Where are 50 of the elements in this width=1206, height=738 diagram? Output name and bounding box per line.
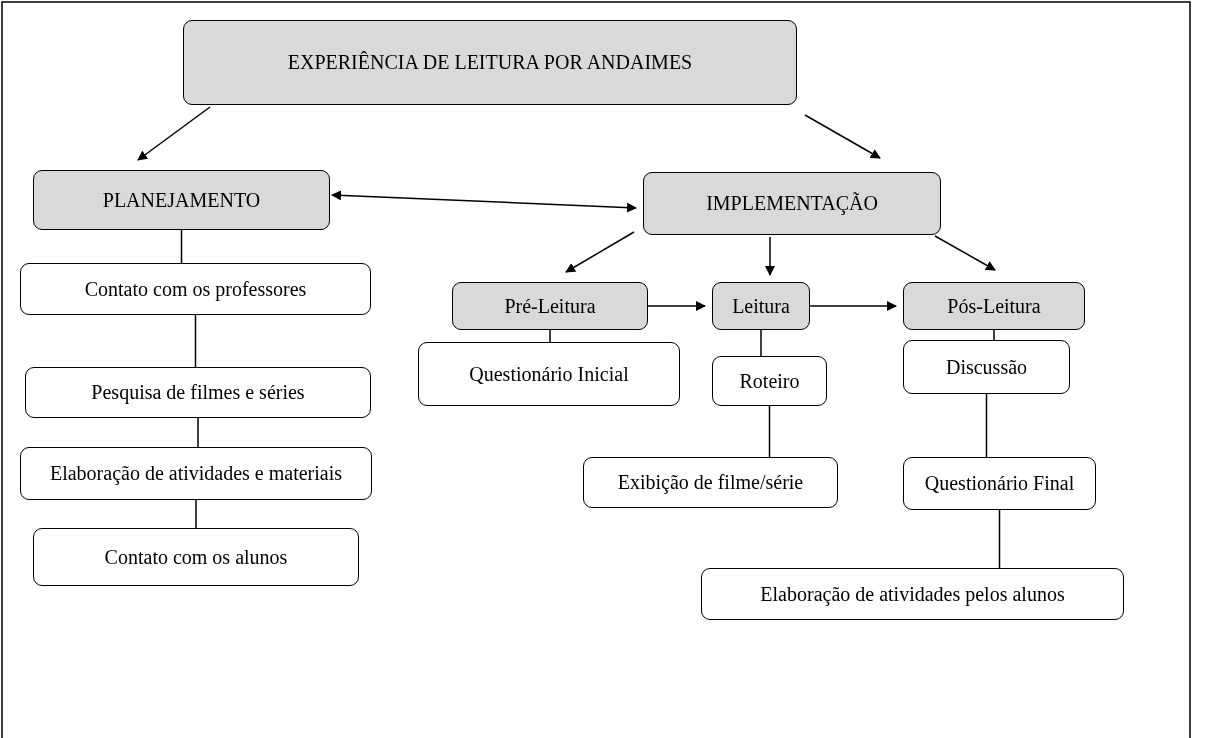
connector-line	[993, 329, 995, 341]
node-label: Contato com os professores	[84, 277, 307, 301]
node-label: Questionário Inicial	[469, 362, 629, 386]
node-label: Discussão	[945, 355, 1028, 379]
node-label: Questionário Final	[924, 472, 1075, 495]
node-label: Leitura	[732, 294, 790, 318]
node-label: PLANEJAMENTO	[102, 188, 261, 212]
heading-box	[33, 170, 330, 230]
step-box	[701, 568, 1124, 620]
arrow	[934, 235, 996, 271]
arrow	[647, 301, 706, 311]
connector-line	[998, 509, 1001, 569]
node-label: Pesquisa de filmes e séries	[91, 381, 305, 404]
step-box	[25, 367, 371, 418]
arrow	[565, 231, 635, 273]
arrow	[804, 114, 881, 159]
arrow	[331, 190, 637, 213]
heading-box	[712, 282, 810, 330]
step-box	[33, 528, 359, 586]
step-box	[903, 340, 1070, 394]
connector-line	[195, 499, 197, 529]
step-box	[20, 447, 372, 500]
step-box	[583, 457, 838, 508]
step-box	[903, 457, 1096, 510]
arrow	[765, 236, 775, 276]
connector-line	[549, 329, 551, 343]
heading-box	[452, 282, 648, 330]
node-label: EXPERIÊNCIA DE LEITURA POR ANDAIMES	[287, 51, 693, 74]
connector-line	[985, 393, 988, 458]
arrow	[809, 301, 897, 311]
arrow	[137, 106, 211, 161]
heading-box	[643, 172, 941, 235]
node-label: Elaboração de atividades e materiais	[49, 462, 343, 485]
connector-line	[180, 229, 183, 264]
heading-box	[183, 20, 797, 105]
node-label: Roteiro	[739, 369, 800, 393]
connector-line	[768, 405, 771, 458]
node-label: Pré-Leitura	[504, 294, 596, 318]
connector-line	[197, 417, 199, 448]
step-box	[712, 356, 827, 406]
step-box	[20, 263, 371, 315]
node-label: Pós-Leitura	[947, 294, 1041, 318]
node-label: Exibição de filme/série	[617, 471, 804, 494]
node-label: IMPLEMENTAÇÃO	[706, 192, 878, 215]
heading-box	[903, 282, 1085, 330]
connector-line	[760, 329, 762, 357]
connector-line	[194, 314, 197, 368]
node-label: Elaboração de atividades pelos alunos	[760, 582, 1065, 606]
node-label: Contato com os alunos	[104, 545, 288, 569]
step-box	[418, 342, 680, 406]
